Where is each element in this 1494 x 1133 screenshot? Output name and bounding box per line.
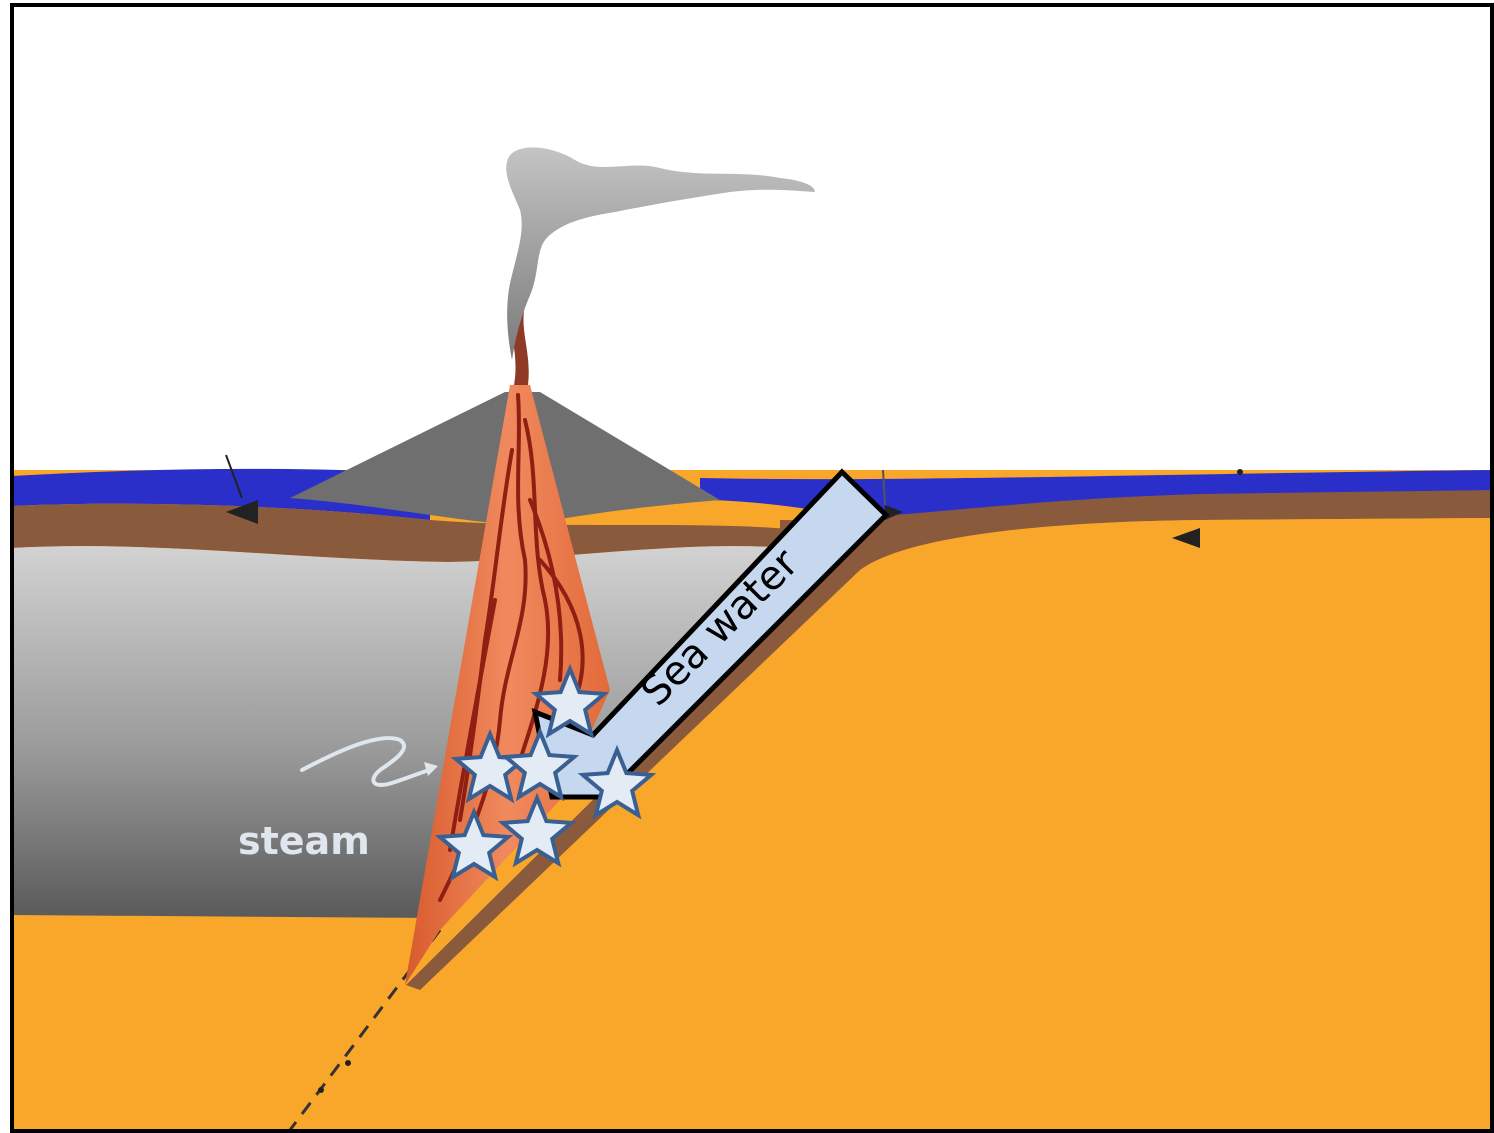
subducting-slab	[290, 518, 1494, 1133]
fault-marker	[318, 1087, 324, 1093]
steam-label: steam	[238, 819, 370, 863]
magma-chamber	[12, 546, 810, 918]
ocean-right	[700, 470, 1494, 520]
squiggle-arrow	[300, 736, 434, 787]
crust-left	[12, 503, 800, 562]
fault-line	[288, 929, 442, 1131]
plate-motion-arrows	[225, 454, 1243, 548]
diagram-frame	[10, 3, 1494, 1133]
smoke-plume	[506, 147, 815, 360]
squiggle-arrowhead	[424, 762, 438, 776]
fault-marker	[345, 1060, 351, 1066]
magma-veins	[438, 393, 585, 902]
